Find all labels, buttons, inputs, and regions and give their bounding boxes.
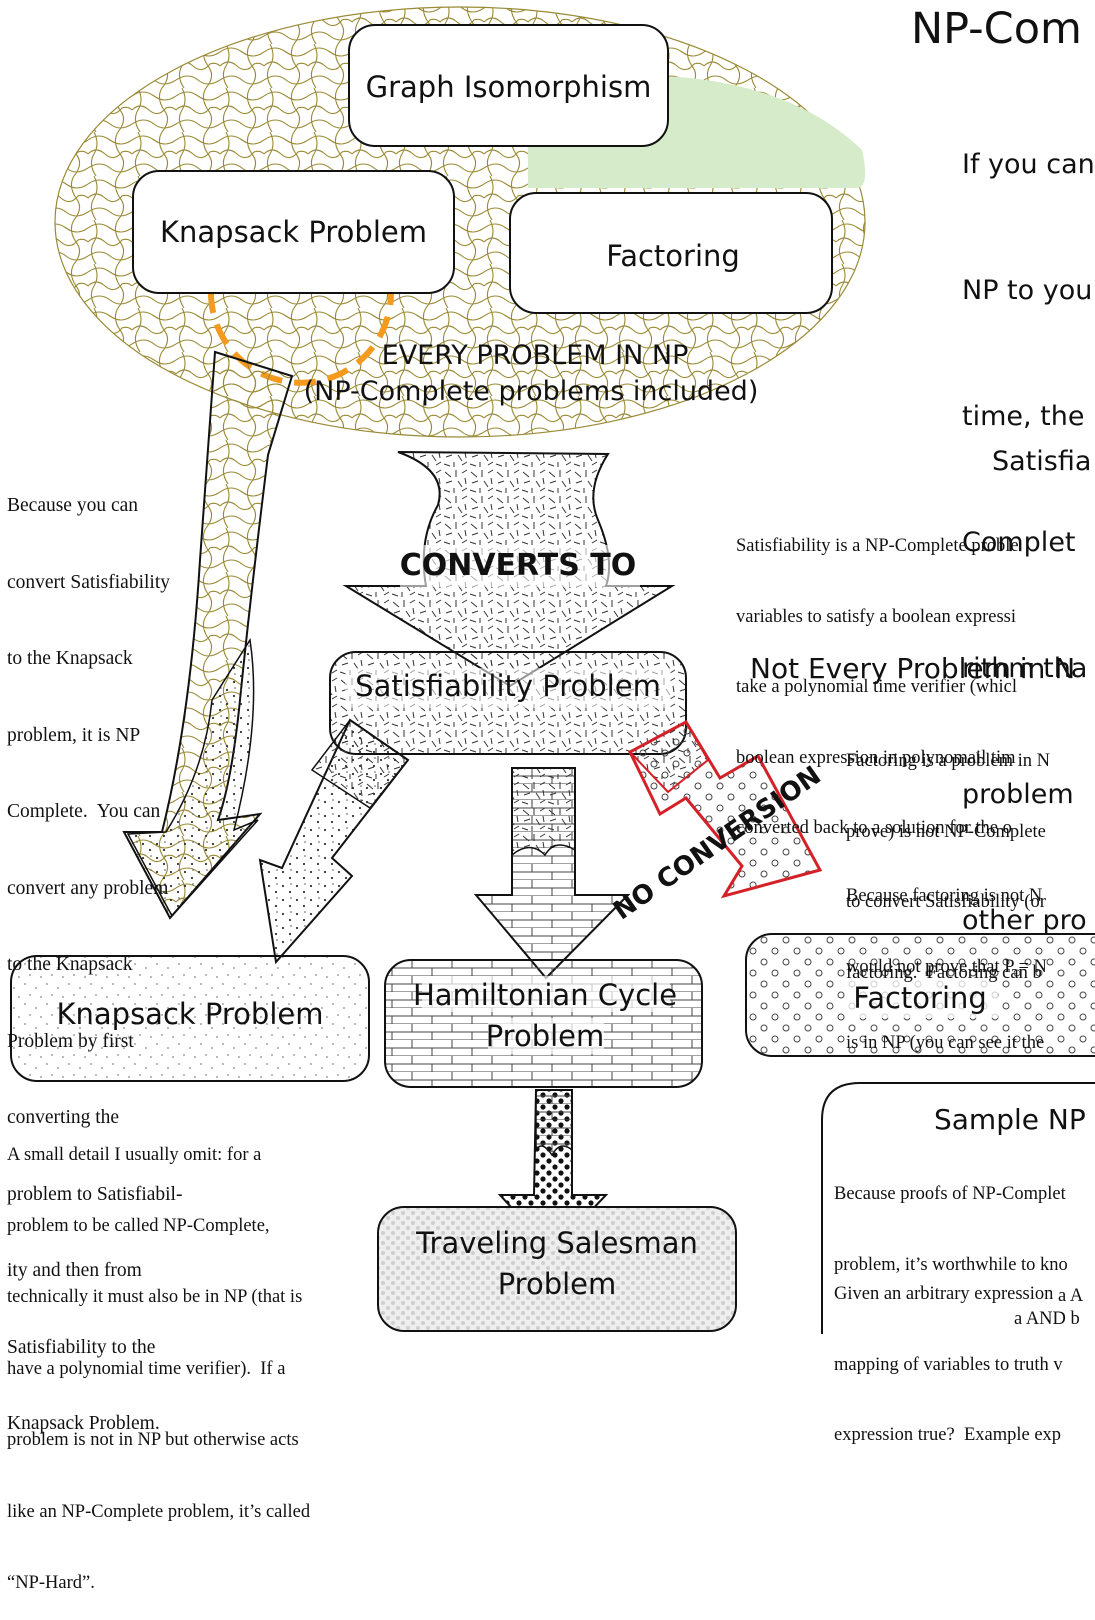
hamiltonian-cycle-label-line1: Hamiltonian Cycle xyxy=(413,978,677,1012)
sample-np-line: problem, it’s worthwhile to kno xyxy=(834,1254,1068,1275)
not-every-line: Factoring is a problem in N xyxy=(846,751,1050,771)
left-note-line: convert any problem xyxy=(7,877,169,899)
left-note-line: convert Satisfiability xyxy=(7,571,171,593)
satisfiability-line: boolean expression in polynomail tim xyxy=(736,747,1016,768)
satisfiability-line: Satisfiability is a NP-Complete proble xyxy=(736,536,1019,556)
np-hard-note-line: A small detail I usually omit: for a xyxy=(7,1144,262,1165)
intro-line: rithm tha xyxy=(962,653,1088,684)
intro-text: If you can NP to you time, the Complet r… xyxy=(962,60,1095,984)
satisfiability-line: take a polynomial time verifier (whicl xyxy=(736,677,1017,697)
factoring-label: Factoring xyxy=(853,981,987,1015)
left-note-line: Complete. You can xyxy=(7,801,161,822)
left-note-line: to the Knapsack xyxy=(7,954,133,975)
traveling-salesman-label-line1: Traveling Salesman xyxy=(415,1226,698,1260)
sample-np-line: expression true? Example exp xyxy=(834,1425,1062,1445)
satisfiability-line: variables to satisfy a boolean expressi xyxy=(736,606,1016,627)
page-title: NP-Com xyxy=(911,4,1082,54)
not-every-section-text: Factoring is a problem in N prove) is no… xyxy=(846,703,1050,1079)
knapsack-problem-box-top xyxy=(132,170,455,294)
left-note-line: Problem by first xyxy=(7,1030,134,1052)
sample-np-example-2: a AND b xyxy=(1014,1309,1080,1329)
knapsack-problem-label: Knapsack Problem xyxy=(57,997,324,1031)
not-every-line: Because factoring is not N xyxy=(846,886,1043,906)
not-every-line: would not prove that P = N xyxy=(846,956,1047,977)
intro-line: time, the xyxy=(962,401,1085,432)
np-hard-note-line: “NP-Hard”. xyxy=(7,1572,95,1593)
left-note-line: Because you can xyxy=(7,495,139,516)
intro-line: If you can xyxy=(962,149,1095,180)
sample-np-heading: Sample NP xyxy=(934,1103,1086,1136)
left-note-line: problem to Satisfiabil- xyxy=(7,1183,183,1205)
intro-line: other pro xyxy=(962,905,1087,936)
left-note-line: to the Knapsack xyxy=(7,648,133,669)
np-hard-note-line: have a polynomial time verifier). If a xyxy=(7,1358,286,1379)
intro-line: Complet xyxy=(962,527,1076,558)
np-complete-dashed-circle xyxy=(208,256,394,386)
np-region-label-line2: (NP-Complete problems included) xyxy=(304,376,759,407)
left-note-line: converting the xyxy=(7,1107,120,1128)
not-every-line: prove) is not NP-Complete xyxy=(846,821,1046,842)
intro-line: NP to you xyxy=(962,275,1093,306)
factoring-box-top xyxy=(509,192,833,314)
arrow-np-to-knapsack-left-lower xyxy=(126,637,259,918)
left-note-line: ity and then from xyxy=(7,1260,142,1281)
sample-np-line: mapping of variables to truth v xyxy=(834,1354,1063,1375)
satisfiability-section-text: Satisfiability is a NP-Complete proble v… xyxy=(736,488,1019,864)
np-hard-note-line: like an NP-Complete problem, it’s called xyxy=(7,1501,311,1522)
sample-np-panel xyxy=(821,1082,1095,1334)
knapsack-problem-label-top: Knapsack Problem xyxy=(160,215,427,249)
factoring-label-top: Factoring xyxy=(606,239,740,273)
sample-np-line: Given an arbitrary expression xyxy=(834,1284,1054,1304)
graph-isomorphism-box xyxy=(348,24,669,147)
np-hard-note-line: problem to be called NP-Complete, xyxy=(7,1215,270,1236)
np-region-label-line1: EVERY PROBLEM IN NP xyxy=(382,340,689,371)
satisfiability-heading: Satisfia xyxy=(992,446,1092,477)
traveling-salesman-box xyxy=(377,1206,737,1332)
np-complete-diagram: Graph Isomorphism Knapsack Problem Facto… xyxy=(10,6,1095,1334)
traveling-salesman-label-line2: Problem xyxy=(498,1267,617,1301)
np-hard-note: A small detail I usually omit: for a pro… xyxy=(7,1096,310,1620)
np-hard-note-line: technically it must also be in NP (that … xyxy=(7,1287,303,1308)
sample-np-line: Because proofs of NP-Complet xyxy=(834,1184,1066,1204)
sample-np-text: Because proofs of NP-Complet problem, it… xyxy=(834,1136,1068,1301)
satisfiability-line: converted back to a solution for the o xyxy=(736,818,1012,838)
not-every-line: is in NP (you can see it the xyxy=(846,1033,1045,1053)
not-every-section-text-2: Because factoring is not N would not pro… xyxy=(846,838,1047,1003)
hamiltonian-cycle-label-line2: Problem xyxy=(486,1019,605,1053)
knapsack-problem-box xyxy=(10,955,370,1082)
converts-to-label: CONVERTS TO xyxy=(400,548,637,583)
not-every-line: to convert Satisfiability (or xyxy=(846,892,1046,912)
not-every-heading: Not Every Problem in N xyxy=(750,652,1076,685)
satisfiability-label: Satisfiability Problem xyxy=(355,669,661,703)
np-hard-note-line: problem is not in NP but otherwise acts xyxy=(7,1430,299,1451)
graph-isomorphism-label: Graph Isomorphism xyxy=(366,70,652,104)
intro-line: problem xyxy=(962,779,1074,810)
left-note-line: problem, it is NP xyxy=(7,724,141,746)
sample-np-example-1: a A xyxy=(1058,1286,1084,1306)
sample-np-text-2: Given an arbitrary expression mapping of… xyxy=(834,1236,1063,1471)
not-every-line: factoring. Factoring can b xyxy=(846,962,1042,983)
